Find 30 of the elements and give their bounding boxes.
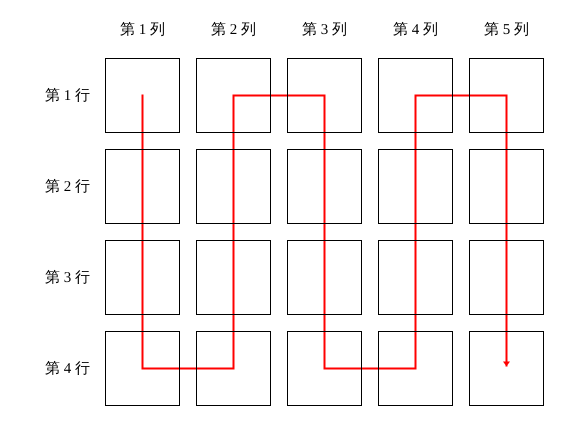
grid-cell-box bbox=[105, 149, 180, 224]
grid-cell-box bbox=[469, 331, 544, 406]
row-header: 第 3 行 bbox=[45, 268, 90, 286]
grid-cell-box bbox=[287, 331, 362, 406]
grid-cell-box bbox=[378, 331, 453, 406]
column-header: 第 2 列 bbox=[211, 21, 256, 39]
grid-cell-box bbox=[105, 331, 180, 406]
grid-cell-box bbox=[378, 58, 453, 133]
column-header: 第 1 列 bbox=[120, 21, 165, 39]
snake-path-arrow bbox=[504, 278, 509, 366]
row-header: 第 1 行 bbox=[45, 86, 90, 104]
grid-cell-box bbox=[378, 149, 453, 224]
grid-cell-box bbox=[378, 240, 453, 315]
grid-cell-box bbox=[105, 240, 180, 315]
column-header: 第 5 列 bbox=[484, 21, 529, 39]
grid-cell-box bbox=[287, 149, 362, 224]
row-header: 第 4 行 bbox=[45, 360, 90, 378]
grid-cell-box bbox=[196, 240, 271, 315]
row-header: 第 2 行 bbox=[45, 178, 90, 196]
grid-cell-box bbox=[287, 58, 362, 133]
grid-cell-box bbox=[469, 240, 544, 315]
grid-cell-box bbox=[196, 149, 271, 224]
column-header: 第 4 列 bbox=[393, 21, 438, 39]
grid-cell-box bbox=[105, 58, 180, 133]
grid-cell-box bbox=[196, 58, 271, 133]
grid-cell-box bbox=[469, 149, 544, 224]
grid-cell-box bbox=[469, 58, 544, 133]
grid-cell-box bbox=[287, 240, 362, 315]
grid-cell-box bbox=[196, 331, 271, 406]
column-header: 第 3 列 bbox=[302, 21, 347, 39]
